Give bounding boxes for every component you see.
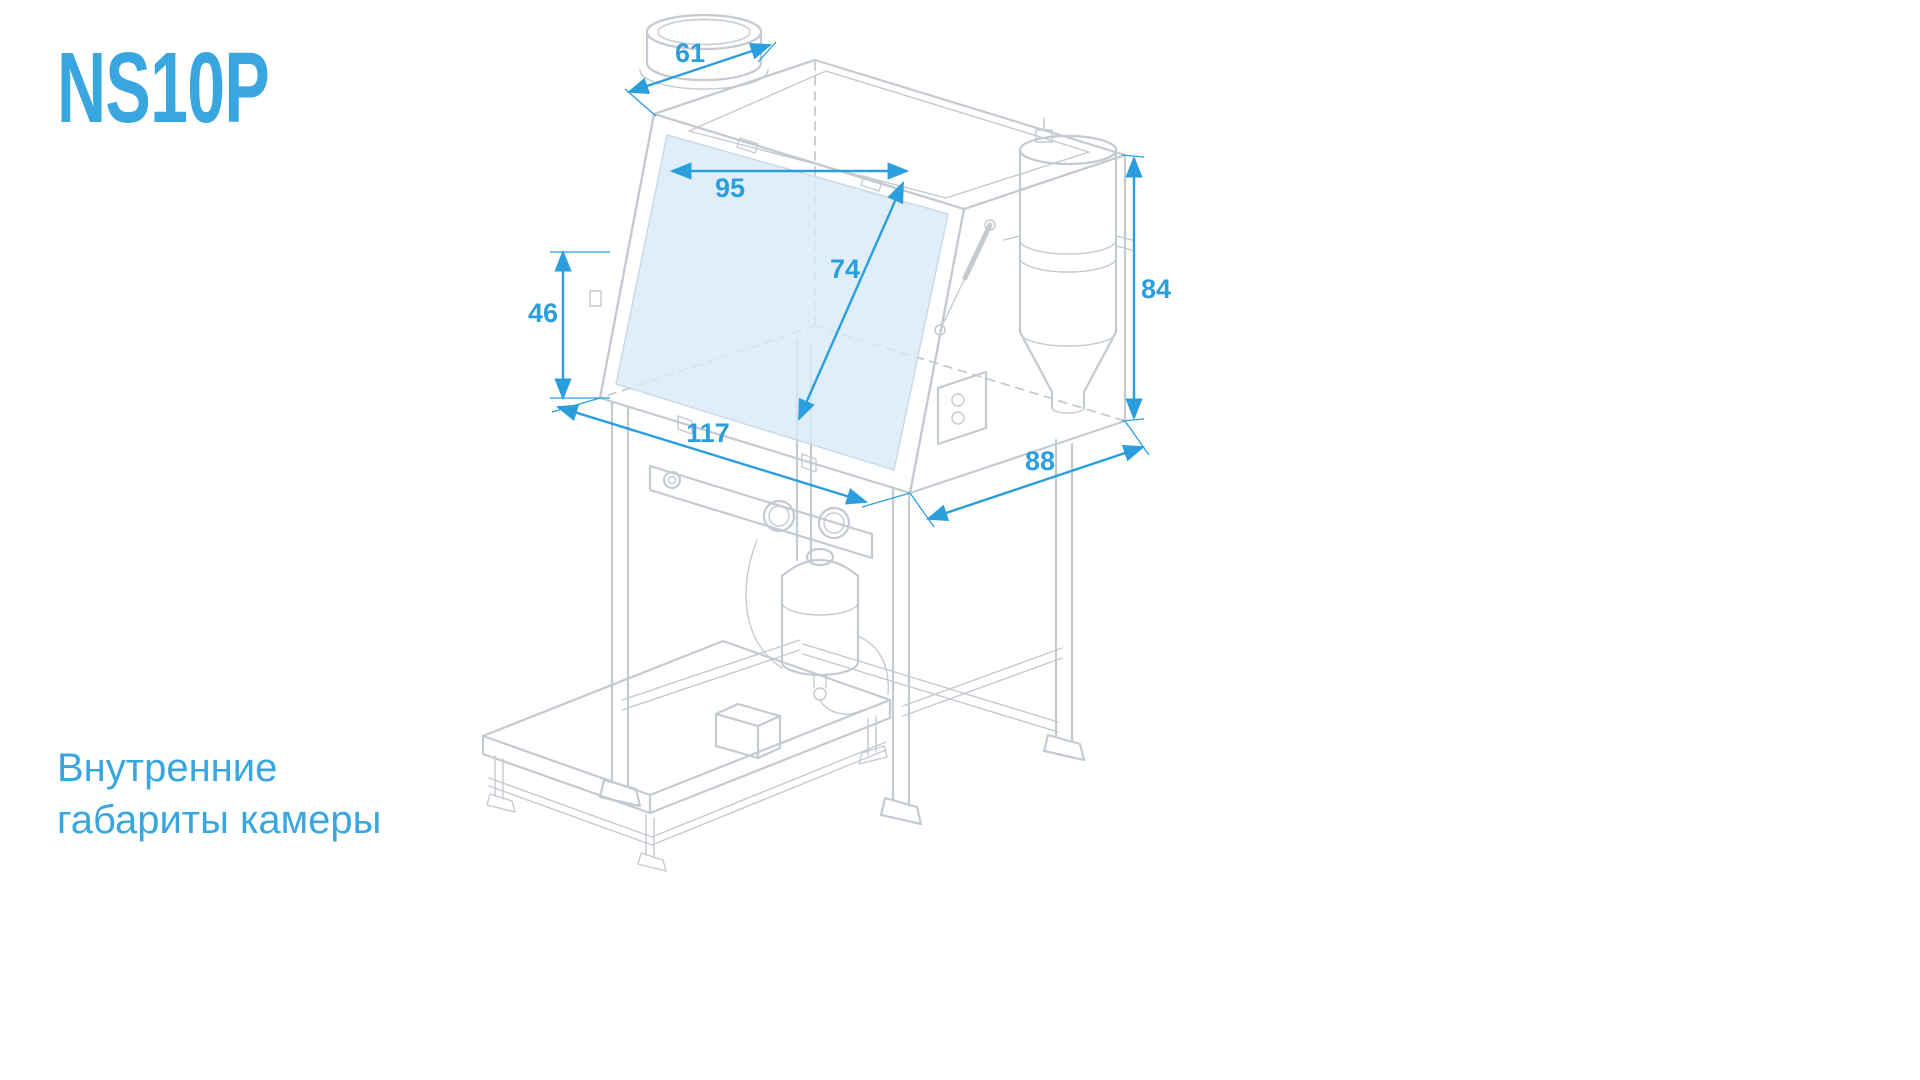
platform-top: [481, 639, 892, 797]
panel-face: [648, 464, 874, 560]
dimension-chamber-height: 84: [1121, 154, 1171, 422]
reclaimer-walls: [1018, 148, 1118, 334]
reclaimer-outlet: [1050, 390, 1086, 410]
gas-strut: [934, 219, 996, 336]
platform-edge: [481, 698, 892, 815]
dimension-inner-diagonal: 74: [797, 181, 905, 421]
valve-knob-center: [667, 475, 677, 485]
foot-back-right: [1042, 733, 1086, 762]
dimension-line: [797, 181, 905, 421]
dimension-top-opening-label: 61: [675, 38, 705, 68]
reclaimer-band: [1019, 331, 1117, 347]
box-outline: [714, 702, 782, 760]
dimension-line: [555, 404, 869, 505]
pressure-gauge-right-dial: [823, 512, 845, 534]
foot-front-right: [879, 796, 923, 826]
reclaimer-funnel: [1018, 330, 1118, 394]
foot-pedal-box: [714, 702, 782, 760]
dimension-chamber-depth-label: 88: [1025, 446, 1055, 476]
strut-cylinder: [962, 222, 993, 281]
extension-lines: [550, 251, 610, 399]
platform: [481, 639, 892, 872]
dimension-front-height: 46: [528, 249, 610, 401]
dimension-chamber-width-label: 117: [686, 418, 730, 448]
reclaimer-clamp: [1019, 239, 1117, 273]
dimension-chamber-depth: 88: [909, 420, 1150, 528]
pot-pipe-right: [857, 635, 889, 695]
dimension-inner-width: 95: [669, 162, 910, 203]
reclaimer-brackets: [1003, 235, 1133, 251]
platform-legs: [494, 715, 877, 859]
pot-lid: [805, 547, 835, 567]
reclaimer-outlet-base: [1051, 407, 1085, 414]
dimension-line: [626, 42, 773, 95]
caption: Внутренние габариты камеры: [57, 742, 381, 846]
platform-feet: [486, 745, 888, 872]
side-control-box: [936, 370, 988, 446]
left-bracket: [589, 290, 602, 307]
pot-outlet: [813, 673, 827, 689]
platform-rails: [488, 741, 887, 846]
dimension-line: [925, 444, 1146, 522]
pot-bottom: [780, 660, 860, 677]
strut-mount-top: [984, 219, 996, 231]
dimensions: 61 95 74 46 84: [528, 38, 1171, 528]
strut-rod: [939, 277, 966, 331]
reclaimer-top: [1018, 134, 1118, 166]
air-hose: [745, 539, 783, 669]
leg-back-right: [1054, 438, 1074, 743]
model-title: NS10P: [57, 32, 270, 144]
cross-rails: [621, 639, 1063, 733]
valve-knob: [662, 470, 682, 490]
dimension-inner-diagonal-label: 74: [830, 254, 860, 284]
caption-line-2: габариты камеры: [57, 798, 382, 842]
pot-weld-band: [781, 601, 859, 616]
dimension-chamber-width: 117: [551, 397, 911, 508]
box-button-bottom: [951, 411, 965, 425]
pot-valve: [813, 687, 827, 701]
box-face: [936, 370, 988, 446]
leg-front-right: [891, 485, 911, 807]
pot-dome: [780, 558, 860, 578]
box-button-top: [951, 393, 965, 407]
strut-mount-bottom: [934, 324, 946, 336]
dimension-inner-width-label: 95: [715, 173, 745, 203]
dimension-top-opening: 61: [624, 38, 777, 117]
reclaimer-cylinder: [1003, 117, 1133, 414]
caption-line-1: Внутренние: [57, 746, 278, 790]
dimension-chamber-height-label: 84: [1141, 274, 1171, 304]
pressure-gauge-left-dial: [768, 505, 790, 527]
pot-body: [780, 574, 860, 664]
pot-hose: [819, 699, 863, 715]
pressure-gauge-right: [817, 506, 851, 540]
dimension-front-height-label: 46: [528, 298, 558, 328]
pressure-pot: [780, 547, 889, 715]
reclaimer-fitting: [1035, 117, 1053, 143]
control-panel: [648, 464, 874, 669]
leg-front-left: [610, 400, 630, 789]
